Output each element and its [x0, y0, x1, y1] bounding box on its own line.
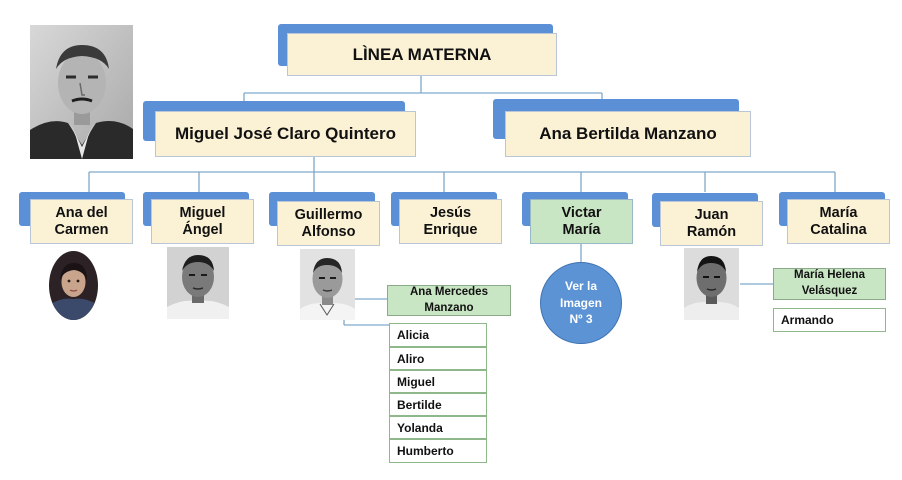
child-name-line1: Ana del: [55, 204, 108, 221]
guillermo-spouse-box: Ana Mercedes Manzano: [387, 285, 511, 316]
spouse-name-line1: Ana Mercedes: [410, 285, 488, 298]
child-name-line2: Catalina: [810, 221, 867, 238]
child-box: Ana del Carmen: [30, 199, 133, 244]
child-name-line1: Miguel: [179, 204, 226, 221]
child-box: Jesús Enrique: [399, 199, 502, 244]
child-name-line1: Guillermo: [294, 206, 363, 223]
guillermo-kid-box: Bertilde: [389, 393, 487, 416]
ana-del-carmen-portrait-photo: [49, 251, 98, 320]
child-name-line1: Victar: [561, 204, 602, 221]
child-name-line1: Juan: [694, 206, 729, 223]
child-box: María Catalina: [787, 199, 890, 244]
spouse-name-line1: María Helena: [794, 269, 865, 282]
guillermo-kid-box: Yolanda: [389, 416, 487, 439]
child-name-line2: Ramón: [686, 223, 737, 240]
miguel-angel-portrait-photo: [167, 247, 229, 319]
circle-line2: Imagen: [559, 295, 602, 310]
title-box: LÌNEA MATERNA: [287, 33, 557, 76]
child-box: Guillermo Alfonso: [277, 201, 380, 246]
father-box: Miguel José Claro Quintero: [155, 111, 416, 157]
child-name-line2: María: [562, 221, 601, 238]
child-name-line2: Ángel: [182, 221, 223, 238]
juan-kid-box: Armando: [773, 308, 886, 332]
child-box: Miguel Ángel: [151, 199, 254, 244]
mother-box: Ana Bertilda Manzano: [505, 111, 751, 157]
spouse-name-line2: Velásquez: [801, 285, 858, 297]
child-name-line2: Enrique: [423, 221, 478, 238]
guillermo-kid-box: Alicia: [389, 323, 487, 347]
child-name-line2: Carmen: [54, 221, 109, 238]
circle-line1: Ver la: [564, 278, 598, 293]
victar-reference-circle: Ver la Imagen Nº 3: [540, 262, 622, 344]
child-box: Juan Ramón: [660, 201, 763, 246]
child-name-line2: Alfonso: [301, 223, 356, 240]
child-name-line1: María: [819, 204, 858, 221]
spouse-name-line2: Manzano: [424, 301, 474, 314]
juan-spouse-box: María Helena Velásquez: [773, 268, 886, 300]
circle-line3: Nº 3: [569, 312, 593, 327]
guillermo-alfonso-portrait-photo: [300, 249, 355, 320]
guillermo-kid-box: Miguel: [389, 370, 487, 393]
guillermo-kid-box: Aliro: [389, 347, 487, 370]
guillermo-kid-box: Humberto: [389, 439, 487, 463]
child-box: Victar María: [530, 199, 633, 244]
child-name-line1: Jesús: [429, 204, 472, 221]
grandfather-portrait-photo: [30, 25, 133, 159]
juan-ramon-portrait-photo: [684, 248, 739, 320]
